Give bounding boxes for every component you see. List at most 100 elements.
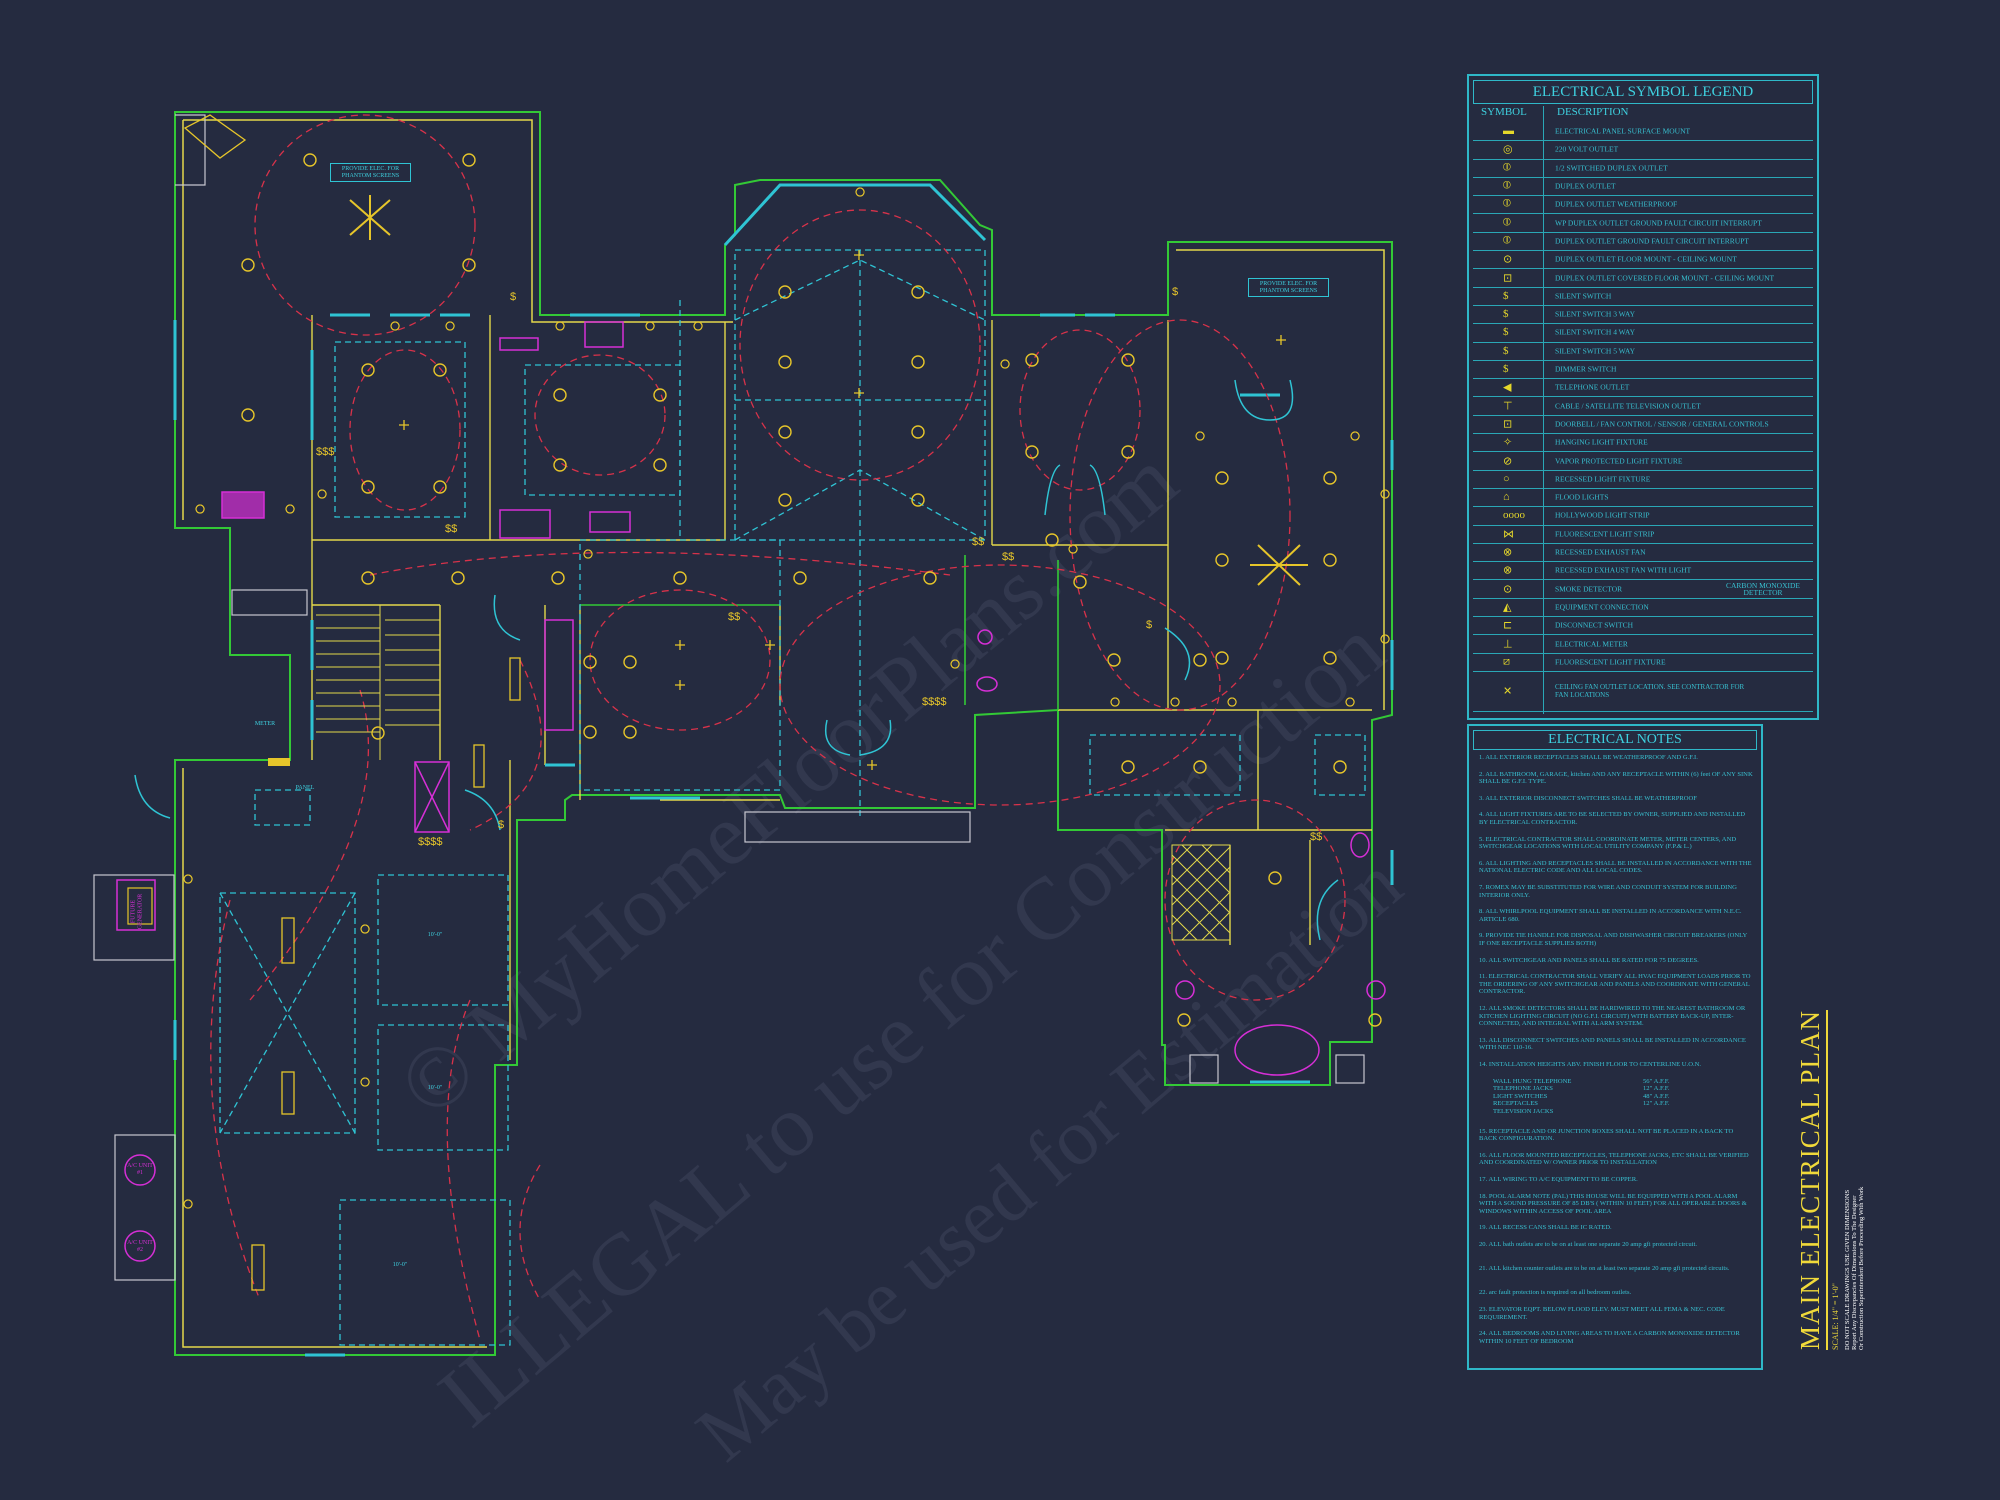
legend-description: DIMMER SWITCH bbox=[1555, 364, 1617, 374]
legend-description: SMOKE DETECTOR bbox=[1555, 584, 1623, 594]
legend-symbol-icon: ▬ bbox=[1503, 125, 1514, 138]
title-note-1: DO NOT SCALE DRAWINGS USE GIVEN DIMENSIO… bbox=[1844, 1189, 1851, 1350]
legend-row: ◀TELEPHONE OUTLET bbox=[1473, 378, 1813, 398]
legend-symbol-icon: ⊙ bbox=[1503, 583, 1513, 596]
legend-description: HOLLYWOOD LIGHT STRIP bbox=[1555, 510, 1650, 520]
legend-symbol-icon: ⦶ bbox=[1503, 234, 1511, 247]
legend-row: ○ RECESSED LIGHT FIXTURE bbox=[1473, 470, 1813, 489]
legend-row: ⦶DUPLEX OUTLET bbox=[1473, 177, 1813, 197]
height-label: TELEPHONE JACKS bbox=[1493, 1085, 1553, 1093]
legend-row: ⊤ CABLE / SATELLITE TELEVISION OUTLET bbox=[1473, 397, 1813, 416]
legend-row: ⊏DISCONNECT SWITCH bbox=[1473, 616, 1813, 636]
title-note-2: Report Any Discrepancies Of Dimensions T… bbox=[1851, 1195, 1858, 1350]
meter-label: METER bbox=[254, 721, 276, 727]
legend-symbol-icon: ◭ bbox=[1503, 601, 1512, 614]
note-item: 21. ALL kitchen counter outlets are to b… bbox=[1479, 1265, 1730, 1273]
legend-row: ✕CEILING FAN OUTLET LOCATION. SEE CONTRA… bbox=[1473, 671, 1813, 712]
legend-symbol-icon: ⊗ bbox=[1503, 546, 1513, 559]
legend-symbol-icon: ⊗ bbox=[1503, 564, 1513, 577]
legend-extra-description: CARBON MONOXIDE DETECTOR bbox=[1726, 580, 1800, 597]
height-value: 12" A.F.F. bbox=[1643, 1085, 1670, 1093]
note-item: 11. ELECTRICAL CONTRACTOR SHALL VERIFY A… bbox=[1479, 973, 1751, 996]
note-item: 20. ALL bath outlets are to be on at lea… bbox=[1479, 1241, 1698, 1248]
legend-description: FLUORESCENT LIGHT FIXTURE bbox=[1555, 657, 1666, 667]
legend-symbol-icon: ⊤ bbox=[1503, 400, 1513, 413]
dimension-label-1: 10'-0" bbox=[427, 932, 443, 938]
legend-symbol-icon: $ bbox=[1503, 344, 1509, 357]
legend-symbol-icon: $ bbox=[1503, 363, 1509, 376]
height-value: 56" A.F.F. bbox=[1643, 1077, 1670, 1085]
ac-unit-2-label: A/C UNIT #2 bbox=[127, 1240, 153, 1253]
height-label: TELEVISION JACKS bbox=[1493, 1107, 1554, 1115]
svg-text:$$$: $$$ bbox=[316, 446, 334, 458]
legend-symbol-icon: ⦶ bbox=[1503, 216, 1511, 229]
legend-description: 1/2 SWITCHED DUPLEX OUTLET bbox=[1555, 163, 1668, 173]
plan-scale: SCALE: 1/4" = 1'-0" bbox=[1831, 1283, 1840, 1350]
legend-symbol-icon: $ bbox=[1503, 289, 1509, 302]
ac-unit-1-label: A/C UNIT #1 bbox=[127, 1163, 153, 1176]
legend-row: ⊗RECESSED EXHAUST FAN WITH LIGHT bbox=[1473, 561, 1813, 581]
legend-row: ⋈FLUORESCENT LIGHT STRIP bbox=[1473, 525, 1813, 544]
legend-description: HANGING LIGHT FIXTURE bbox=[1555, 437, 1648, 447]
legend-description: DUPLEX OUTLET COVERED FLOOR MOUNT - CEIL… bbox=[1555, 273, 1775, 283]
title-note-3: Or Construction Superintendent Before Pr… bbox=[1858, 1186, 1865, 1350]
legend-description: DISCONNECT SWITCH bbox=[1555, 620, 1633, 630]
legend-description: SILENT SWITCH 4 WAY bbox=[1555, 327, 1636, 337]
legend-row: $ SILENT SWITCH 5 WAY bbox=[1473, 342, 1813, 361]
legend-row: ⧄ FLUORESCENT LIGHT FIXTURE bbox=[1473, 653, 1813, 672]
legend-symbol-icon: ⌂ bbox=[1503, 491, 1510, 504]
legend-description: EQUIPMENT CONNECTION bbox=[1555, 602, 1649, 612]
legend-row: ⦶WP DUPLEX OUTLET GROUND FAULT CIRCUIT I… bbox=[1473, 214, 1813, 233]
electrical-symbol-legend: ELECTRICAL SYMBOL LEGEND SYMBOL DESCRIPT… bbox=[1467, 74, 1819, 720]
legend-symbol-icon: ⧄ bbox=[1503, 655, 1510, 668]
legend-symbol-icon: ⦶ bbox=[1503, 161, 1511, 174]
dimension-label-3: 10'-0" bbox=[392, 1262, 408, 1268]
height-row: WALL HUNG TELEPHONE 56" A.F.F. bbox=[1493, 1078, 1753, 1086]
legend-row: ⦶DUPLEX OUTLET WEATHERPROOF bbox=[1473, 195, 1813, 215]
legend-symbol-icon: ◀ bbox=[1503, 381, 1512, 394]
height-row: TELEVISION JACKS bbox=[1493, 1108, 1753, 1116]
note-item: 3. ALL EXTERIOR DISCONNECT SWITCHES SHAL… bbox=[1479, 794, 1697, 802]
height-value: 12" A.F.F. bbox=[1643, 1100, 1670, 1108]
notes-title: ELECTRICAL NOTES bbox=[1473, 730, 1757, 750]
legend-symbol-icon: ⊙ bbox=[1503, 253, 1513, 266]
legend-row: ▬ELECTRICAL PANEL SURFACE MOUNT bbox=[1473, 122, 1813, 142]
legend-row: ⦶ DUPLEX OUTLET GROUND FAULT CIRCUIT INTE… bbox=[1473, 232, 1813, 252]
svg-text:$: $ bbox=[1172, 286, 1178, 298]
svg-text:$$: $$ bbox=[1002, 551, 1014, 563]
legend-column-divider bbox=[1543, 106, 1544, 714]
legend-row: $ SILENT SWITCH 4 WAY bbox=[1473, 323, 1813, 343]
legend-description: SILENT SWITCH bbox=[1555, 291, 1612, 301]
legend-description: SILENT SWITCH 3 WAY bbox=[1555, 309, 1636, 319]
legend-symbol-header: SYMBOL bbox=[1481, 106, 1527, 118]
legend-description: RECESSED LIGHT FIXTURE bbox=[1555, 474, 1651, 484]
legend-symbol-icon: $ bbox=[1503, 326, 1509, 339]
svg-text:$$: $$ bbox=[1310, 831, 1322, 843]
height-label: LIGHT SWITCHES bbox=[1493, 1092, 1548, 1100]
legend-description: VAPOR PROTECTED LIGHT FIXTURE bbox=[1555, 456, 1683, 466]
legend-description: SILENT SWITCH 5 WAY bbox=[1555, 346, 1636, 356]
note-item: 14. INSTALLATION HEIGHTS ABV. FINISH FLO… bbox=[1479, 1061, 1702, 1068]
legend-symbol-icon: ◎ bbox=[1503, 143, 1513, 156]
future-generator-label: FUTURE GENERATOR bbox=[130, 893, 144, 930]
legend-symbol-icon: ○ bbox=[1503, 472, 1510, 485]
legend-row: ⊗RECESSED EXHAUST FAN bbox=[1473, 543, 1813, 563]
note-item: 2. ALL BATHROOM, GARAGE, kitchen AND ANY… bbox=[1479, 770, 1753, 786]
note-item: 5. ELECTRICAL CONTRACTOR SHALL COORDINAT… bbox=[1479, 835, 1737, 851]
legend-row: $ DIMMER SWITCH bbox=[1473, 360, 1813, 380]
legend-symbol-icon: ✕ bbox=[1503, 685, 1513, 698]
svg-text:$: $ bbox=[498, 819, 504, 831]
note-item: 12. ALL SMOKE DETECTORS SHALL BE HARDWIR… bbox=[1479, 1005, 1746, 1028]
note-item: 8. ALL WHIRLPOOL EQUIPMENT SHALL BE INST… bbox=[1479, 908, 1742, 923]
legend-symbol-icon: ⊡ bbox=[1503, 418, 1513, 431]
legend-description: CABLE / SATELLITE TELEVISION OUTLET bbox=[1555, 401, 1701, 411]
legend-description: DUPLEX OUTLET GROUND FAULT CIRCUIT INTER… bbox=[1555, 236, 1749, 246]
legend-row: $ SILENT SWITCH bbox=[1473, 287, 1813, 306]
height-label: WALL HUNG TELEPHONE bbox=[1493, 1077, 1572, 1085]
legend-description: FLOOD LIGHTS bbox=[1555, 492, 1609, 502]
legend-description-header: DESCRIPTION bbox=[1557, 106, 1629, 118]
